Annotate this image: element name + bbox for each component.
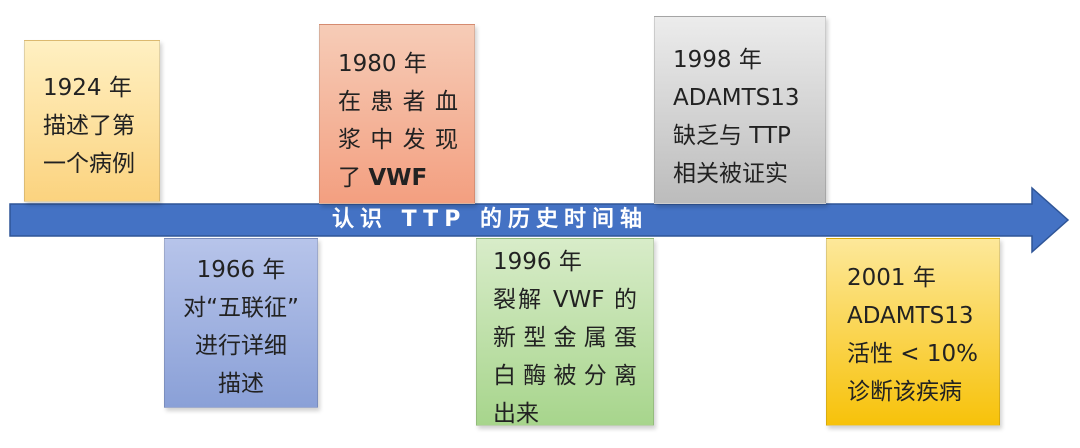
event-text: 出来 <box>493 401 539 427</box>
timeline-title: 认识 TTP 的历史时间轴 <box>332 207 648 232</box>
event-year: 2001 年 <box>847 265 936 291</box>
event-text: 新型金属蛋 <box>493 325 637 351</box>
event-1996: 1996 年 裂解 VWF 的 新型金属蛋 白酶被分离 出来 <box>476 238 654 427</box>
event-text: 描述了第 <box>43 113 135 139</box>
event-year: 1996 年 <box>493 249 582 275</box>
event-text: 诊断该疾病 <box>847 379 962 405</box>
event-text-highlight: VWF <box>368 165 428 191</box>
event-text: 描述 <box>218 371 264 397</box>
event-1924: 1924 年 描述了第 一个病例 <box>24 40 160 202</box>
event-text: 裂解 VWF 的 <box>493 287 637 313</box>
event-year: 1998 年 <box>673 47 762 73</box>
event-1980: 1980 年 在患者血 浆中发现 了 VWF <box>319 24 475 204</box>
event-text: 活性 < 10% <box>847 341 979 367</box>
event-text: 在患者血 <box>338 89 458 115</box>
event-text: ADAMTS13 <box>673 85 800 111</box>
event-year: 1966 年 <box>196 257 286 283</box>
event-text: 进行详细 <box>195 333 287 359</box>
event-year: 1980 年 <box>338 51 427 77</box>
event-text: 一个病例 <box>43 151 135 177</box>
timeline-arrow-shape <box>9 186 1070 254</box>
event-text-prefix: 了 <box>338 165 369 191</box>
event-text: 了 VWF <box>338 159 458 197</box>
event-text: 相关被证实 <box>673 161 788 187</box>
event-1998: 1998 年 ADAMTS13 缺乏与 TTP 相关被证实 <box>654 16 826 204</box>
event-1966: 1966 年 对“五联征” 进行详细 描述 <box>164 238 318 408</box>
event-text: 白酶被分离 <box>493 363 637 389</box>
event-text: 浆中发现 <box>338 127 458 153</box>
event-text: 对“五联征” <box>183 295 299 321</box>
event-text: 缺乏与 TTP <box>673 123 791 149</box>
event-2001: 2001 年 ADAMTS13 活性 < 10% 诊断该疾病 <box>826 238 1000 426</box>
event-year: 1924 年 <box>43 75 132 101</box>
event-text: ADAMTS13 <box>847 303 974 329</box>
